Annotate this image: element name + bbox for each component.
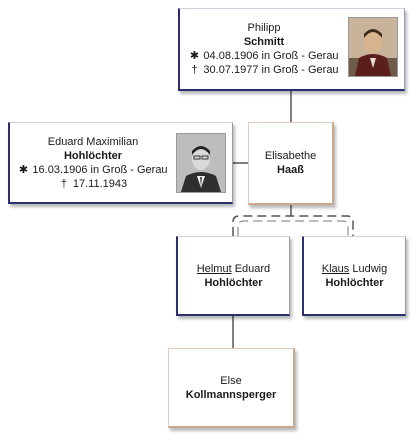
surname: Schmitt [243,36,285,48]
surname: Hohlöchter [63,149,123,162]
given-name: Klaus Ludwig [322,262,387,276]
death-line: † 17.11.1943 [59,177,127,191]
person-card-elisabethe-haass[interactable]: Elisabethe Haaß [248,122,334,205]
person-card-eduard-hohloechter[interactable]: Eduard Maximilian Hohlöchter ✱ 16.03.190… [8,122,233,204]
birth-icon: ✱ [18,163,29,176]
surname: Hohlöchter [325,276,384,289]
person-photo [176,133,226,193]
person-card-else-kollmannsperger[interactable]: Else Kollmannsperger [168,348,295,428]
death-date: 17.11.1943 [72,177,128,190]
surname: Kollmannsperger [185,388,277,401]
birth-line: ✱ 16.03.1906 in Groß - Gerau [18,163,168,177]
given-name: Else [220,374,242,387]
given-name: Elisabethe [264,150,317,162]
rufname: Klaus [321,262,350,275]
rufname: Helmut [196,262,232,275]
person-photo [348,17,398,77]
link-children-bar-inner [237,220,349,236]
birth-icon: ✱ [189,50,200,62]
given-name-rest: Ludwig [352,262,388,275]
death-date: 30.07.1977 in Groß - Gerau [203,64,339,76]
given-name: Helmut Eduard [197,262,270,276]
death-line: † 30.07.1977 in Groß - Gerau [189,63,338,77]
person-card-klaus-hohloechter[interactable]: Klaus Ludwig Hohlöchter [302,236,406,316]
death-icon: † [191,64,198,76]
death-icon: † [60,177,67,190]
given-name: Eduard Maximilian [47,135,139,148]
person-card-philipp-schmitt[interactable]: Philipp Schmitt ✱ 04.08.1906 in Groß - G… [178,8,405,91]
birth-date: 04.08.1906 in Groß - Gerau [203,50,339,62]
surname: Hohlöchter [204,276,263,289]
link-children-bar [232,215,354,236]
given-name: Philipp [247,22,281,34]
surname: Haaß [277,164,304,176]
birth-date: 16.03.1906 in Groß - Gerau [32,163,168,176]
birth-line: ✱ 04.08.1906 in Groß - Gerau [189,49,339,63]
person-card-helmut-hohloechter[interactable]: Helmut Eduard Hohlöchter [176,236,290,316]
given-name-rest: Eduard [234,262,271,275]
